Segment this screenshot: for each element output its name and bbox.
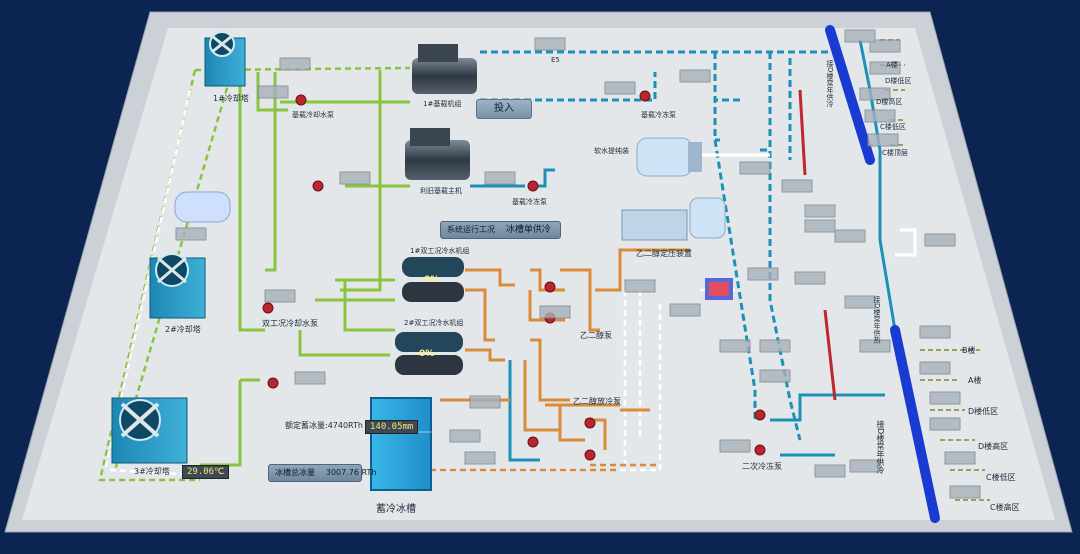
tower3-label: 3#冷却塔 [134, 467, 170, 476]
zone-d-high: D楼高区 [978, 442, 1009, 451]
tower1-label: 1#冷却塔 [213, 94, 249, 103]
return-d-cool-1: 接D楼常年供冷 [876, 420, 885, 475]
zone-b: B楼 [962, 346, 976, 355]
old-base-chiller [405, 128, 470, 180]
ice-total-label: 冰槽总冰量 [275, 468, 315, 477]
mode-panel: 系统运行工况 冰槽单供冷 [440, 221, 561, 239]
chiller2-load: 0% [419, 349, 435, 359]
dual-cool-pump-label: 双工况冷却水泵 [262, 319, 318, 328]
glycol-dashed [430, 463, 660, 472]
ice-storage-tank [370, 397, 432, 491]
zone-d-low: D楼低区 [968, 407, 999, 416]
dual-chiller-2 [395, 332, 463, 375]
softener-label: 软水提纯装 [594, 147, 629, 155]
zone-c-high: C楼高区 [990, 503, 1020, 512]
glycol-pressure-unit [621, 197, 726, 241]
tank-level-readout: 140.05mm [365, 420, 419, 434]
ice-tank-label: 蓄冷冰槽 [376, 504, 416, 515]
chilled-water-network [480, 50, 830, 441]
base-cool-pump-label: 基载冷却水泵 [292, 111, 334, 119]
supply-main-upper [825, 25, 875, 165]
mode-label: 系统运行工况 [447, 225, 495, 234]
cooling-tower-1 [204, 31, 246, 87]
cooling-water-network [200, 70, 410, 467]
tower-temp-readout: 29.06℃ [182, 465, 230, 479]
glycol-pressure-label: 乙二醇定压装置 [636, 249, 692, 258]
dual-chiller-1 [402, 257, 464, 302]
cooling-tower-2 [149, 253, 206, 319]
pipe-tag-e5: E5 [551, 56, 560, 64]
top-zone-a: A楼 [886, 61, 898, 69]
return-d-heat: 接D楼常年供热 [873, 296, 881, 344]
secondary-pump-label: 二次冷冻泵 [742, 462, 782, 471]
dual-chiller1-label: 1#双工况冷水机组 [410, 247, 470, 255]
run-button[interactable]: 投入 [476, 99, 532, 119]
chiller1-load: 0% [424, 275, 440, 285]
glycol-pump-label: 乙二醇泵 [580, 331, 612, 340]
chilled-solid-pipes [470, 39, 897, 462]
dual-chiller2-label: 2#双工况冷水机组 [404, 319, 464, 327]
rated-ice-capacity: 额定蓄冰量:4740RTh [285, 421, 363, 430]
tower2-label: 2#冷却塔 [165, 325, 201, 334]
base-chiller1-label: 1#基载机组 [423, 100, 462, 108]
expansion-tank-left [174, 191, 231, 223]
top-zone-d-low: D楼低区 [885, 77, 912, 85]
glycol-release-pump-label: 乙二醇放冷泵 [573, 397, 621, 406]
ice-total-value: 3007.76 RTh [325, 468, 377, 477]
supply-main-lower [890, 325, 940, 523]
softener-unit [636, 137, 702, 177]
cooling-tower-3 [111, 397, 188, 464]
old-base-chiller-label: 利旧基载主机 [420, 187, 462, 195]
top-zone-c-low: C楼低区 [880, 123, 906, 131]
mode-value: 冰槽单供冷 [505, 225, 551, 235]
hidden-value-boxes [175, 29, 981, 499]
base-chiller-1 [412, 44, 477, 94]
plate-heat-exchanger [705, 278, 733, 300]
hot-water-pipes [798, 89, 837, 401]
ice-total-panel: 冰槽总冰量 3007.76 RTh [268, 464, 376, 482]
zone-a: A楼 [968, 376, 982, 385]
zone-c-low: C楼低区 [986, 473, 1016, 482]
return-d-cool-2: 接D楼常年供冷 [826, 60, 834, 108]
base-freeze-pump2-label: 基载冷冻泵 [512, 198, 547, 206]
base-freeze-pump1-label: 基载冷冻泵 [641, 111, 676, 119]
top-zone-c-top: C楼顶层 [882, 149, 908, 157]
top-zone-d-high: D楼高区 [876, 98, 903, 106]
